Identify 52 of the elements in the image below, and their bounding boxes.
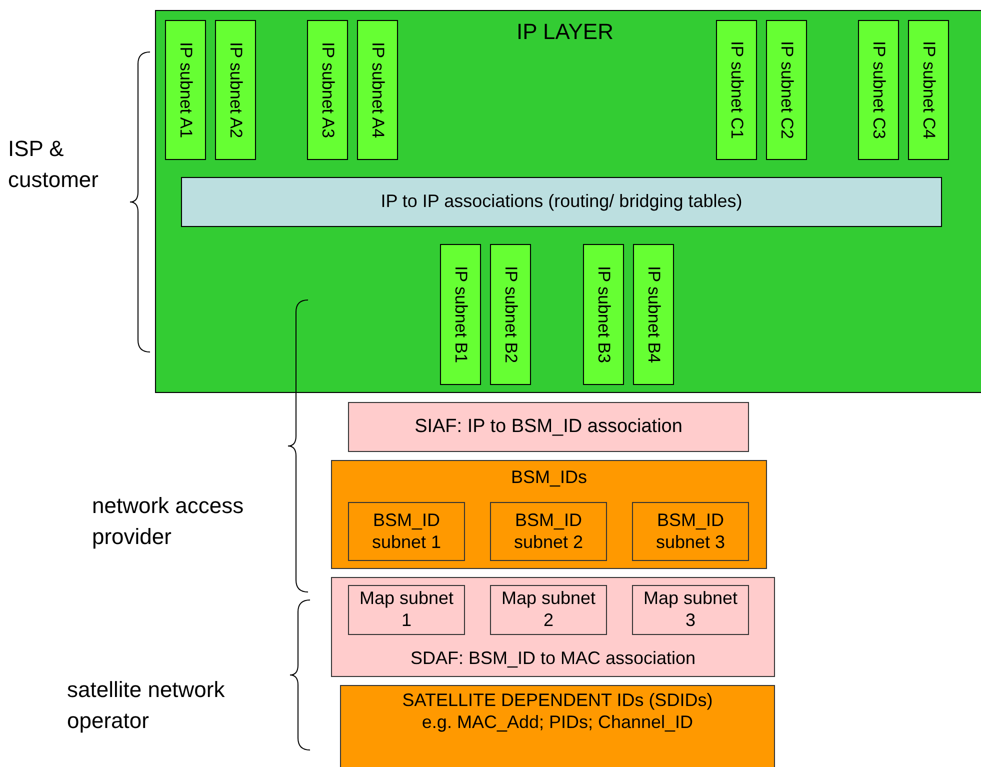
group-box (331, 460, 767, 569)
process-box (348, 502, 465, 561)
box-text: SATELLITE DEPENDENT IDs (SDIDs) (402, 690, 713, 712)
subnet-box (490, 244, 531, 385)
subnet-box (583, 244, 624, 385)
box-text: IP subnet B1 (450, 266, 471, 364)
subnet-box (165, 20, 206, 160)
group-box (331, 577, 775, 677)
subnet-box (858, 20, 899, 160)
box-text: BSM_ID subnet 3 (654, 510, 726, 554)
subnet-box (215, 20, 256, 160)
box-text: IP subnet B3 (594, 266, 614, 364)
subnet-box (766, 20, 807, 160)
box-text: IP subnet C1 (726, 41, 747, 139)
layer-title: IP LAYER (516, 19, 614, 46)
box-text: BSM_ID subnet 1 (370, 510, 442, 554)
subnet-box (440, 244, 481, 385)
process-box (340, 685, 775, 767)
box-text: IP subnet A4 (368, 42, 388, 138)
role-label: network access provider (92, 492, 245, 551)
subnet-box (307, 20, 348, 160)
process-box (632, 585, 749, 635)
group-title: BSM_IDs (510, 467, 588, 489)
subnet-box (357, 20, 398, 160)
box-text: IP subnet A3 (318, 42, 338, 138)
box-text: IP subnet A2 (226, 42, 246, 138)
process-box (181, 177, 942, 227)
box-text: IP subnet A1 (176, 42, 196, 138)
process-box (632, 502, 749, 561)
box-text: Map subnet 3 (642, 588, 738, 632)
box-text: Map subnet 2 (500, 588, 596, 632)
layer-panel (155, 10, 981, 393)
role-label: ISP & customer (8, 135, 100, 194)
process-box (490, 502, 607, 561)
role-label: satellite network operator (67, 676, 226, 735)
subnet-box (716, 20, 757, 160)
box-text: IP subnet C3 (868, 41, 889, 139)
box-text: SIAF: IP to BSM_ID association (414, 416, 682, 438)
group-title: SDAF: BSM_ID to MAC association (410, 648, 696, 670)
box-text: e.g. MAC_Add; PIDs; Channel_ID (422, 712, 694, 734)
box-text: IP subnet B4 (644, 266, 664, 364)
process-box (348, 585, 465, 635)
subnet-box (908, 20, 949, 160)
box-text: IP subnet C4 (918, 41, 939, 139)
subnet-box (633, 244, 674, 385)
box-text: BSM_ID subnet 2 (512, 510, 584, 554)
box-text: IP subnet B2 (500, 266, 521, 364)
process-box (348, 402, 749, 452)
box-text: IP subnet C2 (776, 41, 797, 139)
process-box (490, 585, 607, 635)
box-text: Map subnet 1 (358, 588, 454, 632)
box-text: IP to IP associations (routing/ bridging tables) (380, 191, 742, 213)
